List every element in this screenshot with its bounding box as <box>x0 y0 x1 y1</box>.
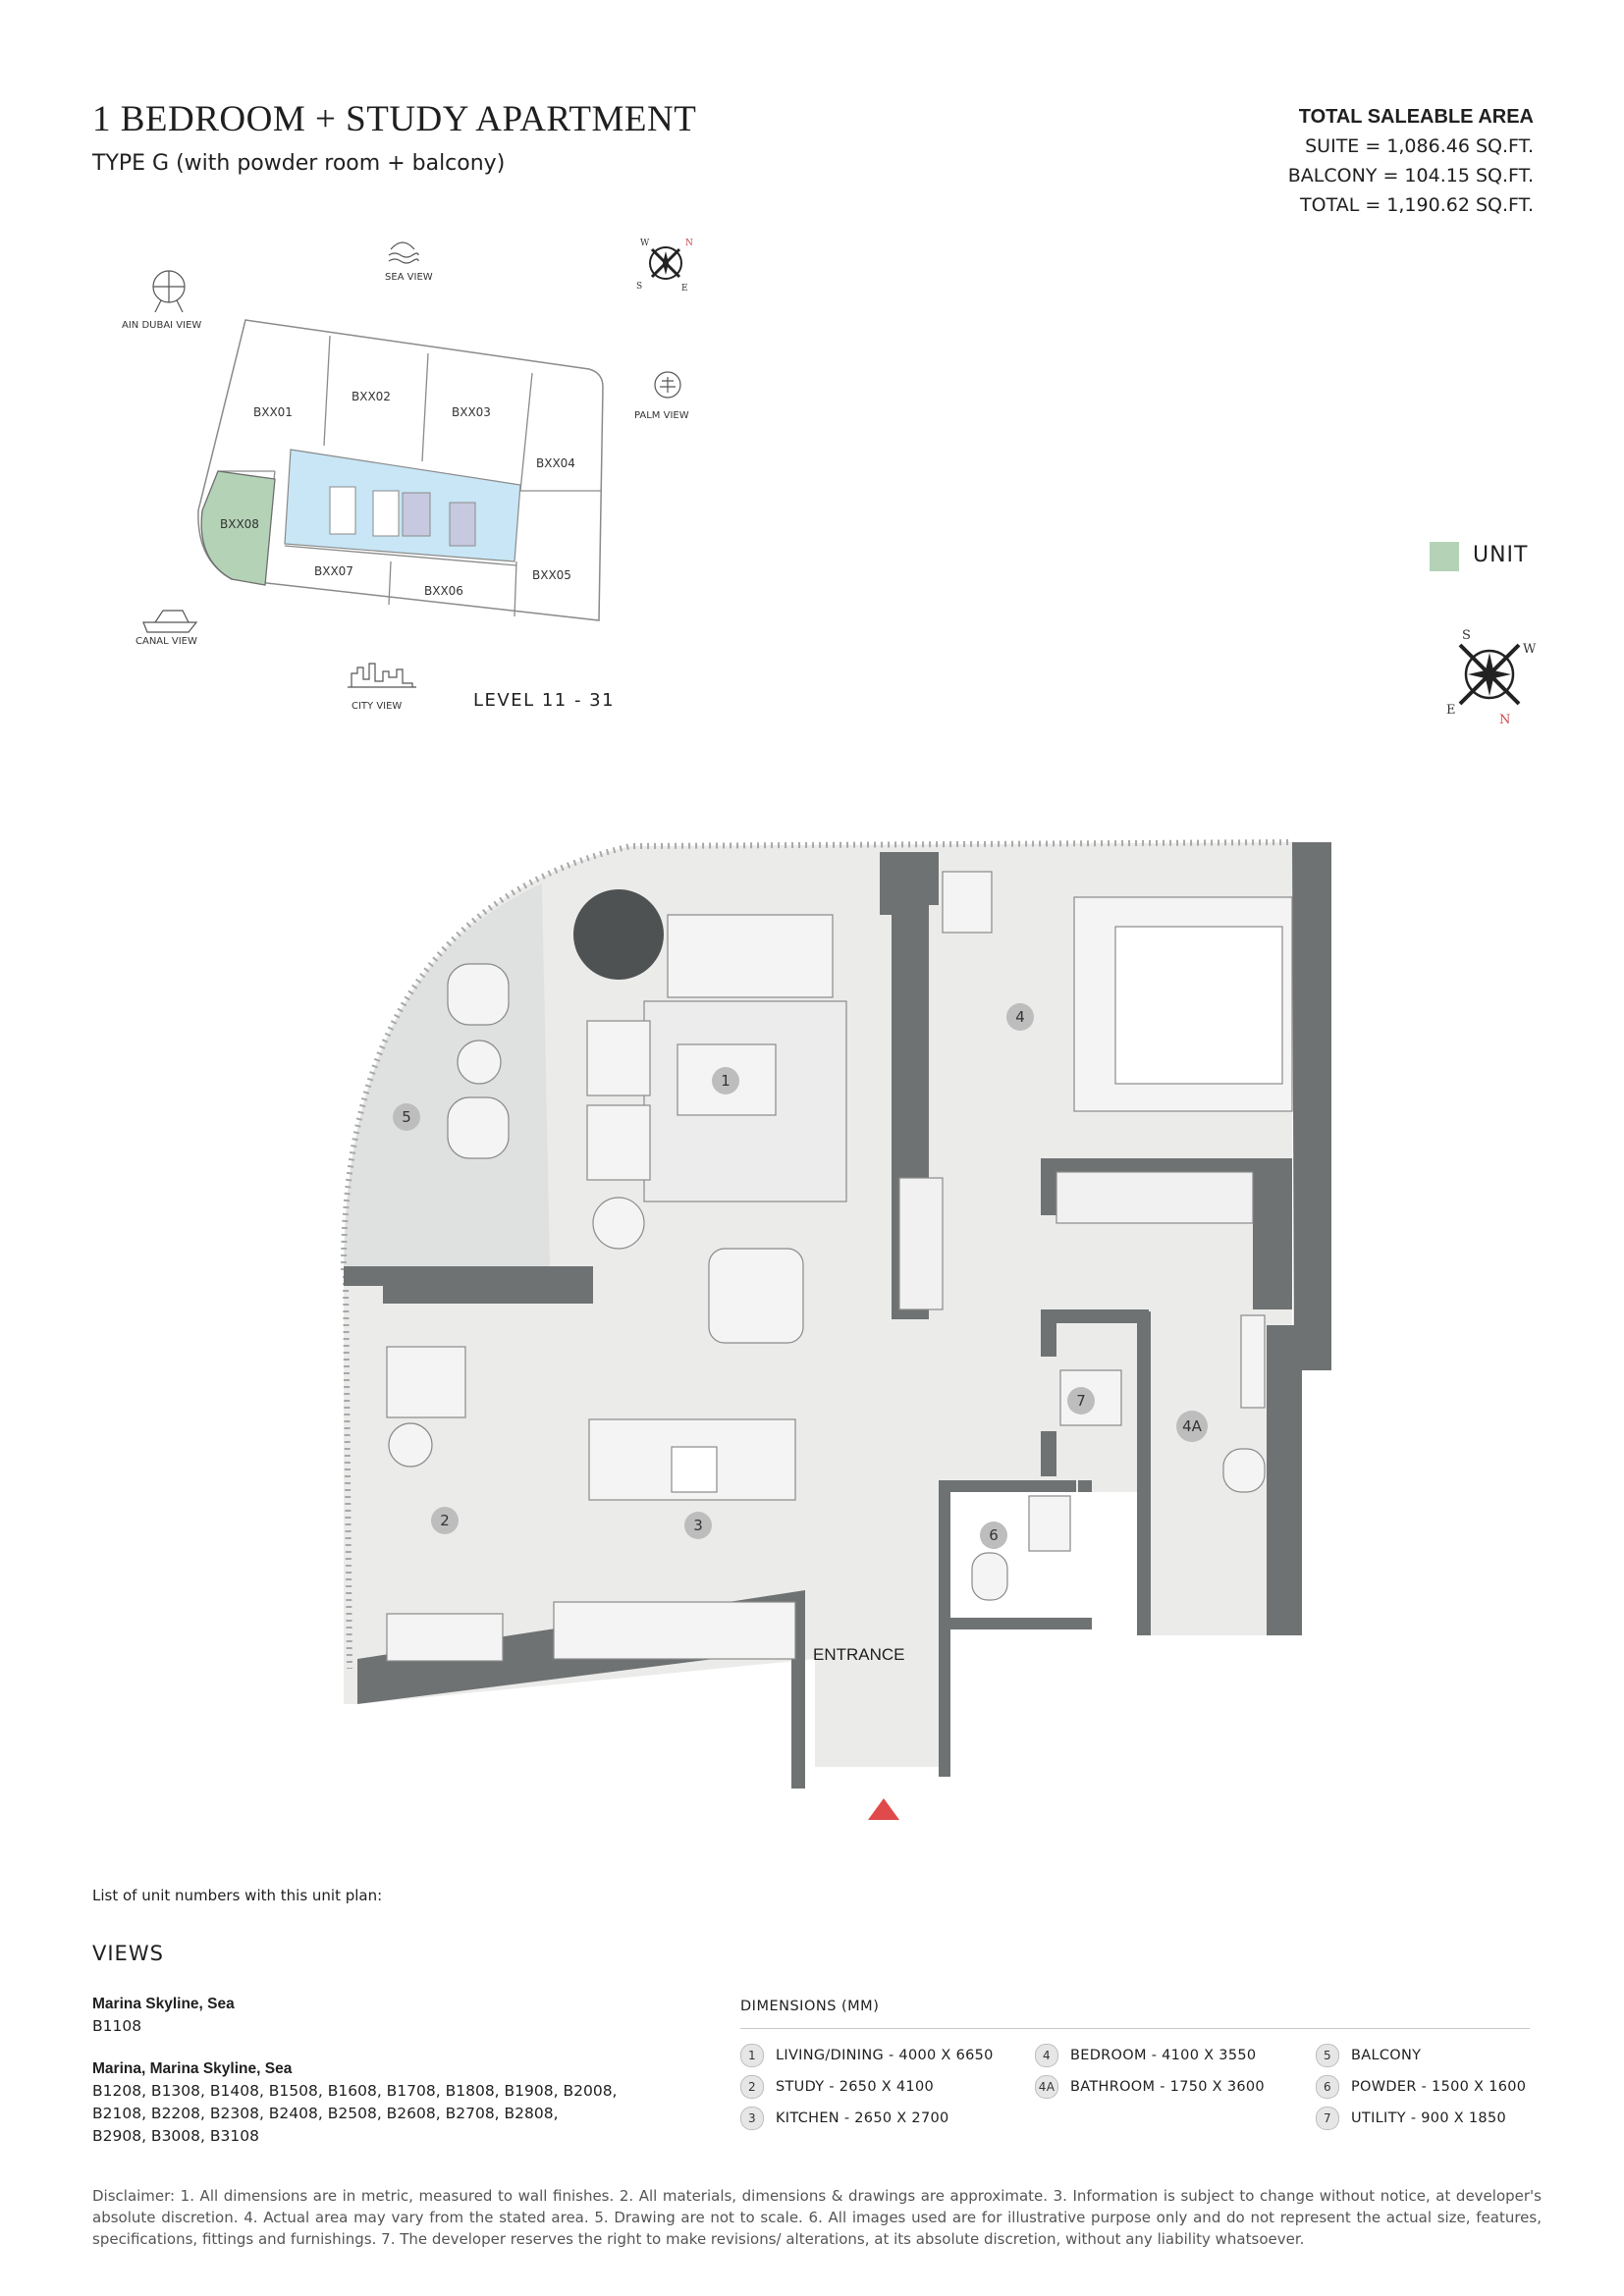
view-group: Marina, Marina Skyline, Sea B1208, B1308… <box>92 2057 617 2148</box>
view-group-name: Marina Skyline, Sea <box>92 1996 235 2012</box>
key-plan-unit-label: BXX04 <box>536 456 575 470</box>
key-plan-unit-label: BXX08 <box>220 517 259 531</box>
view-group-name: Marina, Marina Skyline, Sea <box>92 2060 293 2077</box>
key-plan-unit-label: BXX03 <box>452 405 491 419</box>
sofa-icon <box>667 914 834 998</box>
powder-toilet-icon <box>971 1552 1008 1601</box>
round-table-icon <box>573 889 664 980</box>
large-compass-icon: S W E N <box>1446 628 1537 727</box>
svg-text:N: N <box>685 239 693 248</box>
balcony-area: BALCONY = 104.15 SQ.FT. <box>1287 165 1534 187</box>
disclaimer: Disclaimer: 1. All dimensions are in met… <box>92 2187 1542 2248</box>
view-group-units: B2108, B2208, B2308, B2408, B2508, B2608… <box>92 2105 559 2122</box>
key-plan-unit-label: BXX07 <box>314 564 353 578</box>
sea-view-label: SEA VIEW <box>385 272 433 283</box>
bath-sink-icon <box>1240 1314 1266 1409</box>
palm-icon <box>654 371 681 399</box>
suite-area: SUITE = 1,086.46 SQ.FT. <box>1305 135 1534 157</box>
city-view-label: CITY VIEW <box>352 701 402 712</box>
key-plan-unit-label: BXX01 <box>253 405 293 419</box>
room-number: 6 <box>980 1522 1007 1549</box>
view-group-units: B1208, B1308, B1408, B1508, B1608, B1708… <box>92 2082 618 2100</box>
entrance-marker-icon <box>868 1798 899 1820</box>
svg-text:N: N <box>1499 713 1510 727</box>
study-armchair-icon <box>386 1346 466 1418</box>
side-table-icon <box>592 1197 645 1250</box>
canal-view-label: CANAL VIEW <box>135 636 197 647</box>
view-group-units: B1108 <box>92 2017 142 2035</box>
dimensions-heading: DIMENSIONS (MM) <box>740 1999 880 2014</box>
unit-legend-swatch <box>1430 542 1459 571</box>
page-title: 1 BEDROOM + STUDY APARTMENT <box>92 99 697 139</box>
key-plan-unit-label: BXX06 <box>424 584 463 598</box>
balcony-chair-icon <box>447 963 510 1026</box>
wardrobe-icon <box>1056 1171 1254 1224</box>
yacht-icon <box>142 610 198 633</box>
svg-text:S: S <box>1462 628 1471 643</box>
room-number: 7 <box>1067 1387 1095 1415</box>
balcony-stool-icon <box>457 1040 502 1085</box>
saleable-area-heading: TOTAL SALEABLE AREA <box>1298 106 1534 128</box>
balcony-chair-icon <box>447 1096 510 1159</box>
room-number: 3 <box>684 1512 712 1539</box>
svg-text:W: W <box>640 239 650 248</box>
unit-type-subtitle: TYPE G (with powder room + balcony) <box>92 151 506 176</box>
city-skyline-icon <box>348 663 416 688</box>
key-plan-unit-label: BXX05 <box>532 568 571 582</box>
view-group: Marina Skyline, Sea B1108 <box>92 1993 235 2038</box>
view-group-units: B2908, B3008, B3108 <box>92 2127 259 2145</box>
svg-text:W: W <box>1523 642 1537 657</box>
key-plan-unit-highlight <box>200 470 276 586</box>
room-number: 5 <box>393 1103 420 1131</box>
compass-icon: W N E S <box>636 239 693 294</box>
key-plan-unit-label: BXX02 <box>352 390 391 403</box>
bath-toilet-icon <box>1222 1448 1266 1493</box>
views-heading: VIEWS <box>92 1942 164 1965</box>
svg-text:E: E <box>1446 703 1456 718</box>
svg-text:E: E <box>681 284 688 294</box>
dining-table-icon <box>708 1248 804 1344</box>
floor-area <box>344 842 1292 1767</box>
unit-legend-label: UNIT <box>1473 543 1529 567</box>
room-number: 2 <box>431 1507 459 1534</box>
study-side-table-icon <box>388 1422 433 1468</box>
key-plan: BXX01 BXX02 BXX03 BXX04 BXX05 BXX06 BXX0… <box>122 239 693 712</box>
kitchen-counter-icon <box>553 1601 796 1660</box>
floor-plan <box>341 839 1331 1820</box>
wardrobe-icon <box>898 1177 944 1310</box>
room-number: 4 <box>1006 1003 1034 1031</box>
study-desk-icon <box>386 1613 504 1662</box>
dimensions-divider <box>740 2028 1530 2029</box>
armchair-icon <box>586 1104 651 1181</box>
desk-chair-icon <box>942 871 993 934</box>
level-label: LEVEL 11 - 31 <box>473 690 616 711</box>
room-number: 4A <box>1176 1411 1208 1442</box>
entrance-label: ENTRANCE <box>813 1645 905 1664</box>
palm-view-label: PALM VIEW <box>634 410 689 421</box>
svg-text:S: S <box>636 282 642 292</box>
room-number: 1 <box>712 1067 739 1095</box>
sea-icon <box>388 241 419 264</box>
units-list-heading: List of unit numbers with this unit plan… <box>92 1887 383 1904</box>
ain-dubai-view-label: AIN DUBAI VIEW <box>122 320 201 331</box>
balcony-area <box>344 883 550 1270</box>
total-area: TOTAL = 1,190.62 SQ.FT. <box>1300 194 1534 216</box>
saleable-area-block: TOTAL SALEABLE AREA SUITE = 1,086.46 SQ.… <box>1288 102 1534 220</box>
armchair-icon <box>586 1020 651 1096</box>
powder-sink-icon <box>1028 1495 1071 1552</box>
cooktop-icon <box>671 1446 718 1493</box>
